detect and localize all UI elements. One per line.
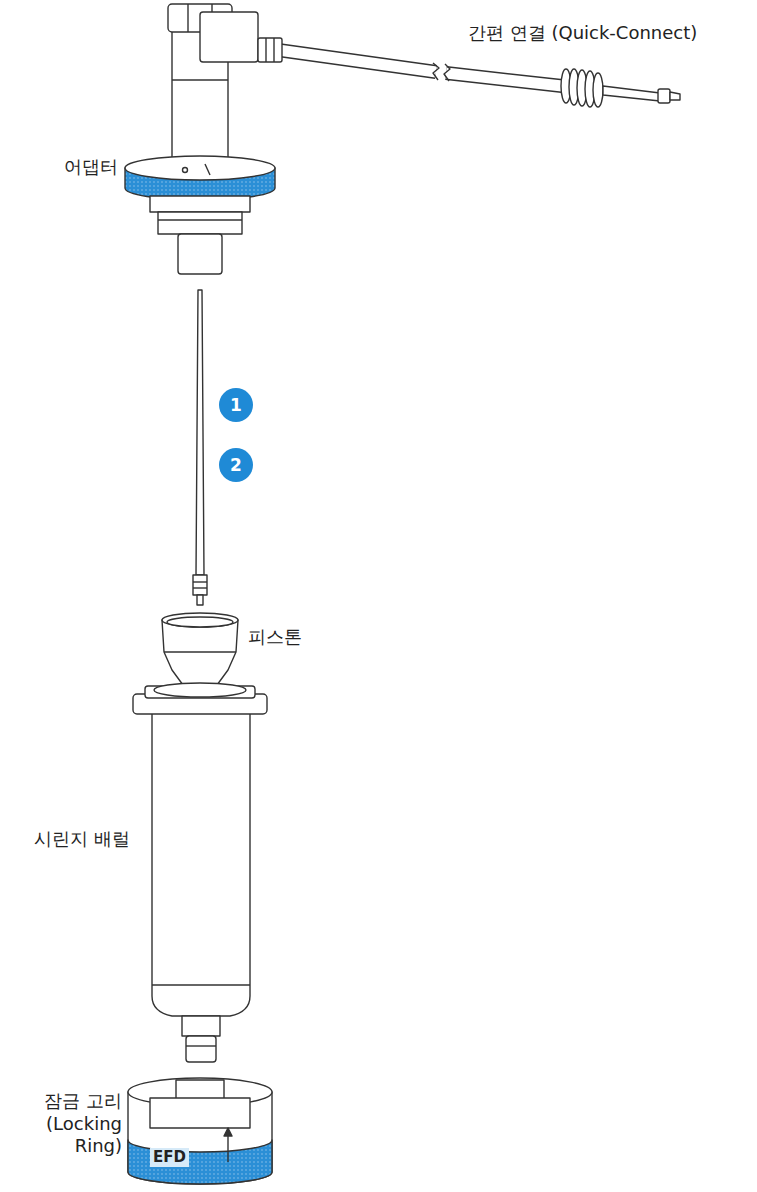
plunger-rod xyxy=(193,290,207,605)
brand-mark: EFD xyxy=(150,1148,189,1167)
cable xyxy=(278,50,680,107)
callout-text: 1 xyxy=(230,395,242,415)
callout-number: 1 xyxy=(219,388,253,422)
callout-text: 2 xyxy=(230,455,242,475)
part-label: 잠금 고리 (Locking Ring) xyxy=(22,1090,122,1158)
part-label: 간편 연결 (Quick-Connect) xyxy=(468,22,697,45)
part-label: 피스톤 xyxy=(248,626,368,649)
callout-number: 2 xyxy=(219,448,253,482)
part-label: 시린지 배럴 xyxy=(10,828,130,851)
locking-ring xyxy=(128,1078,272,1184)
adapter xyxy=(125,4,282,274)
syringe-barrel xyxy=(133,683,267,1062)
part-label: 어댑터 xyxy=(20,156,118,179)
